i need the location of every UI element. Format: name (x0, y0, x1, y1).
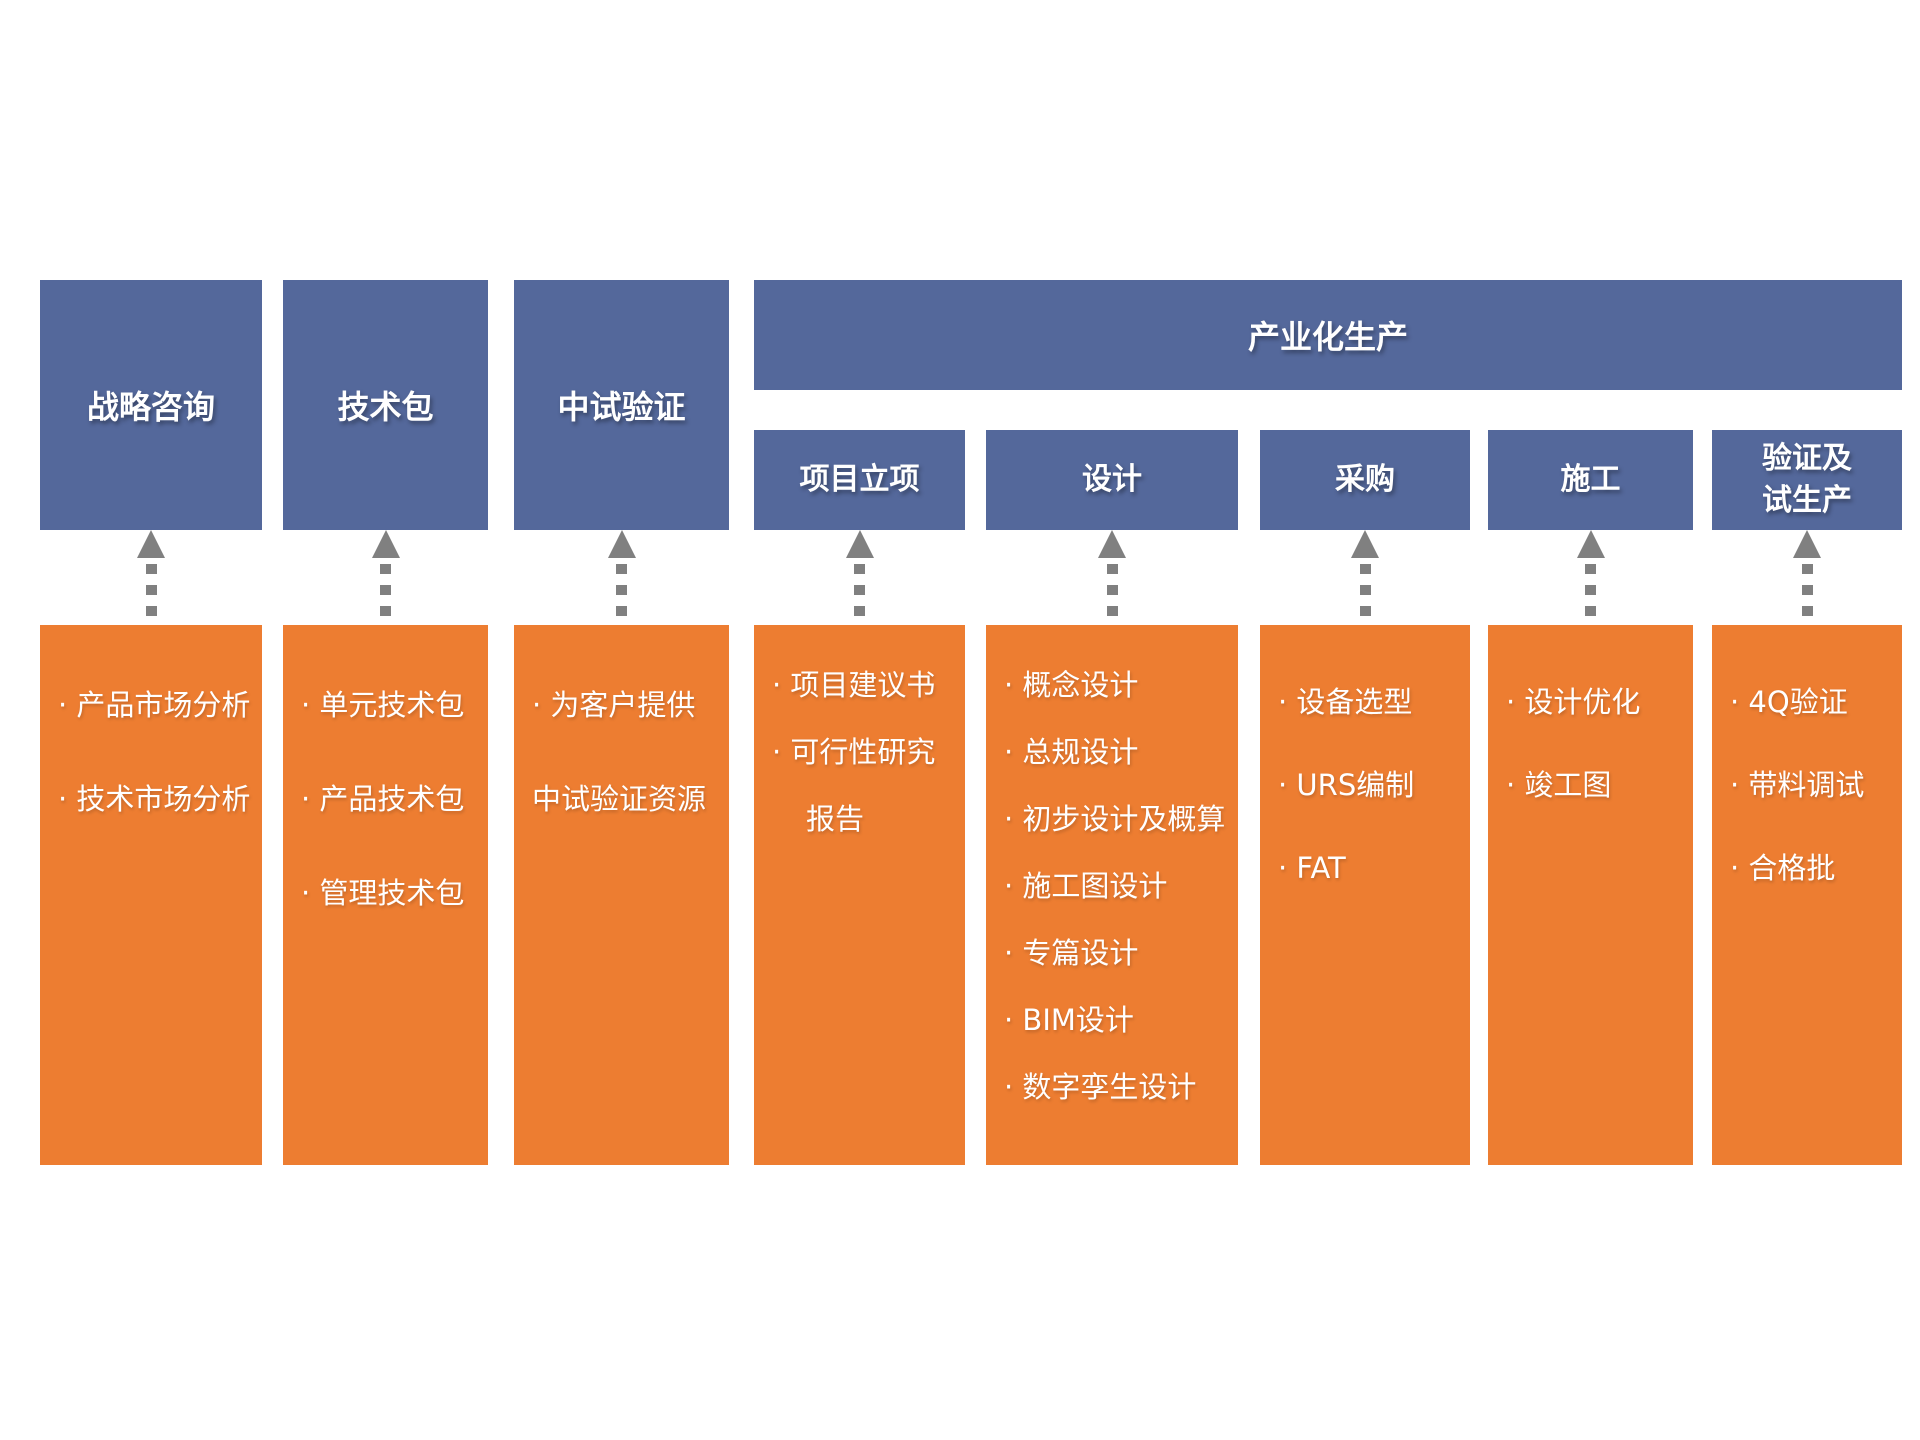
detail-box-technology-package: · 单元技术包 · 产品技术包 · 管理技术包 (283, 625, 488, 1165)
column-procurement: 采购 · 设备选型 · URS编制 · FAT (1260, 0, 1470, 1440)
arrow-dotted-tail (854, 564, 865, 625)
list-item: · 产品技术包 (301, 782, 465, 816)
header-label: 项目立项 (799, 462, 920, 497)
arrow-dotted-tail (1359, 564, 1371, 625)
up-arrow-icon (1792, 530, 1822, 625)
list-item: 报告 (806, 802, 865, 836)
arrow-head (137, 530, 165, 558)
arrow-head (1793, 530, 1821, 558)
up-arrow-icon (1350, 530, 1380, 625)
up-arrow-icon (607, 530, 637, 625)
header-label: 技术包 (337, 388, 434, 426)
arrow-head (607, 530, 636, 558)
detail-box-pilot-verification: · 为客户提供 中试验证资源 (514, 625, 729, 1165)
detail-box-project-initiation: · 项目建议书 · 可行性研究 报告 (754, 625, 965, 1165)
header-label: 中试验证 (557, 388, 686, 426)
column-validation-trial-production: 验证及 试生产 · 4Q验证 · 带料调试 · 合格批 (1712, 0, 1902, 1440)
arrow-dotted-tail (1801, 564, 1813, 625)
list-item: · 设计优化 (1506, 685, 1641, 719)
header-label: 验证及 试生产 (1762, 441, 1852, 518)
up-arrow-icon (845, 530, 875, 625)
list-item: · 合格批 (1730, 851, 1836, 885)
header-label: 战略咨询 (86, 388, 215, 426)
arrow-dotted-tail (380, 564, 391, 625)
up-arrow-icon (136, 530, 166, 625)
list-item: · 竣工图 (1506, 768, 1612, 802)
banner-industrialized-production: 产业化生产 (754, 280, 1902, 390)
list-item: 中试验证资源 (532, 782, 707, 816)
list-item: · BIM设计 (1004, 1003, 1134, 1037)
header-label: 采购 (1335, 462, 1395, 497)
header-box-validation-trial-production: 验证及 试生产 (1712, 430, 1902, 530)
header-box-design: 设计 (986, 430, 1238, 530)
detail-box-design: · 概念设计 · 总规设计 · 初步设计及概算 · 施工图设计 · 专篇设计 ·… (986, 625, 1238, 1165)
detail-list: · 设备选型 · URS编制 · FAT (1278, 625, 1464, 910)
up-arrow-icon (1576, 530, 1606, 625)
detail-list: · 设计优化 · 竣工图 (1506, 625, 1687, 827)
detail-list: · 4Q验证 · 带料调试 · 合格批 (1730, 625, 1896, 910)
list-item: · 项目建议书 (772, 668, 936, 702)
list-item: · 初步设计及概算 (1004, 802, 1226, 836)
arrow-dotted-tail (1585, 564, 1596, 625)
header-box-technology-package: 技术包 (283, 280, 488, 530)
list-item: · 设备选型 (1278, 685, 1413, 719)
arrow-head (1098, 530, 1126, 558)
list-item: · URS编制 (1278, 768, 1415, 802)
column-design: 设计 · 概念设计 · 总规设计 · 初步设计及概算 · 施工图设计 · 专篇设… (986, 0, 1238, 1440)
list-item: · 带料调试 (1730, 768, 1865, 802)
column-technology-package: 技术包 · 单元技术包 · 产品技术包 · 管理技术包 (283, 0, 488, 1440)
detail-list: · 概念设计 · 总规设计 · 初步设计及概算 · 施工图设计 · 专篇设计 ·… (1004, 625, 1232, 1121)
detail-list: · 项目建议书 · 可行性研究 报告 (772, 625, 959, 853)
arrow-head (1351, 530, 1379, 558)
header-box-procurement: 采购 (1260, 430, 1470, 530)
arrow-dotted-tail (616, 564, 627, 625)
header-box-project-initiation: 项目立项 (754, 430, 965, 530)
list-item: · 4Q验证 (1730, 685, 1848, 719)
list-item: · 为客户提供 (532, 688, 696, 722)
header-label: 设计 (1082, 462, 1142, 497)
list-item: · 产品市场分析 (58, 688, 251, 722)
column-construction: 施工 · 设计优化 · 竣工图 (1488, 0, 1693, 1440)
arrow-dotted-tail (145, 564, 157, 625)
header-label: 施工 (1560, 462, 1621, 497)
detail-list: · 产品市场分析 · 技术市场分析 (58, 625, 256, 846)
list-item: · 管理技术包 (301, 876, 465, 910)
up-arrow-icon (371, 530, 401, 625)
header-box-strategy-consulting: 战略咨询 (40, 280, 262, 530)
header-box-construction: 施工 (1488, 430, 1693, 530)
column-project-initiation: 项目立项 · 项目建议书 · 可行性研究 报告 (754, 0, 965, 1440)
arrow-head (371, 530, 400, 558)
detail-box-procurement: · 设备选型 · URS编制 · FAT (1260, 625, 1470, 1165)
list-item: · FAT (1278, 851, 1346, 885)
list-item: · 概念设计 (1004, 668, 1139, 702)
detail-box-validation-trial-production: · 4Q验证 · 带料调试 · 合格批 (1712, 625, 1902, 1165)
arrow-head (845, 530, 874, 558)
arrow-dotted-tail (1106, 564, 1118, 625)
column-pilot-verification: 中试验证 · 为客户提供 中试验证资源 (514, 0, 729, 1440)
list-item: · 单元技术包 (301, 688, 465, 722)
detail-list: · 单元技术包 · 产品技术包 · 管理技术包 (301, 625, 482, 940)
list-item: · 数字孪生设计 (1004, 1070, 1197, 1104)
column-strategy-consulting: 战略咨询 · 产品市场分析 · 技术市场分析 (40, 0, 262, 1440)
list-item: · 技术市场分析 (58, 782, 251, 816)
detail-box-construction: · 设计优化 · 竣工图 (1488, 625, 1693, 1165)
detail-list: · 为客户提供 中试验证资源 (532, 625, 723, 846)
list-item: · 施工图设计 (1004, 869, 1168, 903)
up-arrow-icon (1097, 530, 1127, 625)
arrow-head (1576, 530, 1605, 558)
banner-label: 产业化生产 (1247, 318, 1408, 356)
list-item: · 专篇设计 (1004, 936, 1139, 970)
header-box-pilot-verification: 中试验证 (514, 280, 729, 530)
list-item: · 可行性研究 (772, 735, 936, 769)
detail-box-strategy-consulting: · 产品市场分析 · 技术市场分析 (40, 625, 262, 1165)
list-item: · 总规设计 (1004, 735, 1139, 769)
